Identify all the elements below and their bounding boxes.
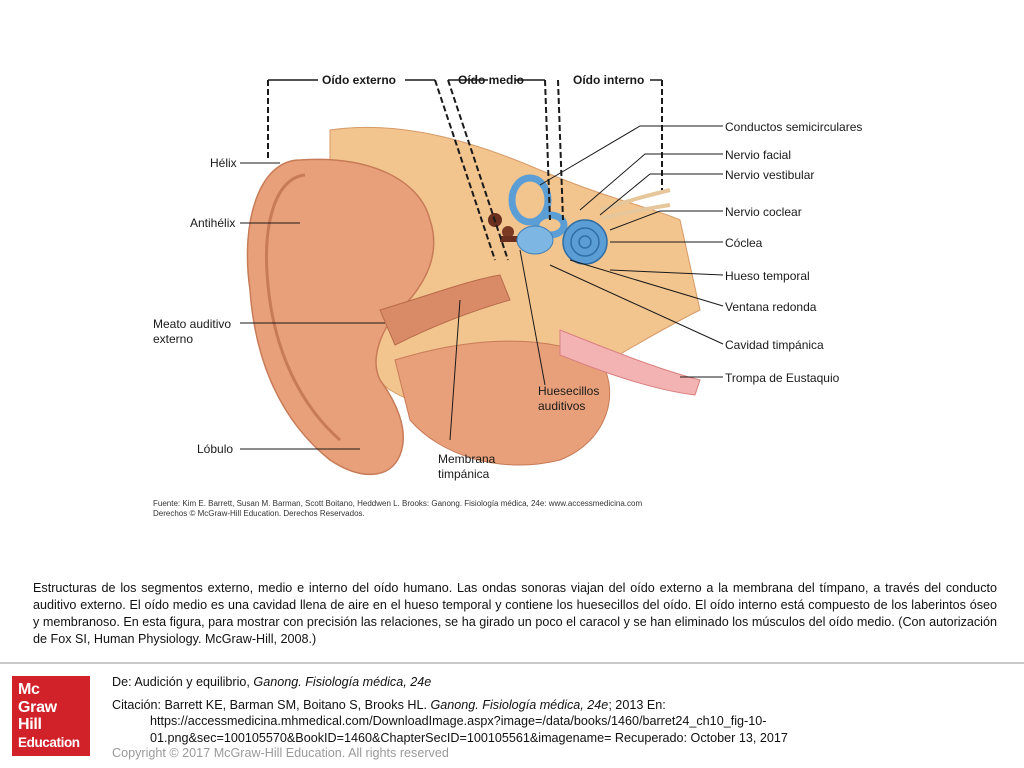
label-round-window: Ventana redonda [725,300,817,314]
pinna-shape [246,158,435,476]
label-ossicles-1: Huesecillos [538,384,599,398]
label-cochlear-nerve: Nervio coclear [725,205,802,219]
label-temporal-bone: Hueso temporal [725,269,810,283]
citation-url-line1[interactable]: https://accessmedicina.mhmedical.com/Dow… [150,714,767,728]
figure-source-line1: Fuente: Kim E. Barrett, Susan M. Barman,… [153,499,642,508]
logo-line-2: Graw [18,698,57,716]
ear-anatomy-figure: Oído externo Oído medio Oído interno Hél… [140,60,870,520]
label-eustachian-tube: Trompa de Eustaquio [725,371,840,385]
ear-anatomy-svg: Oído externo Oído medio Oído interno Hél… [153,73,862,518]
logo-line-1: Mc [18,681,40,698]
lower-tissue-shape [394,340,611,466]
citation-from-prefix: De: Audición y equilibrio, [112,675,254,689]
label-inner-ear: Oído interno [573,73,644,87]
figure-source-line2: Derechos © McGraw-Hill Education. Derech… [153,509,365,518]
label-tympanic-cavity: Cavidad timpánica [725,338,824,352]
label-semicircular: Conductos semicirculares [725,120,862,134]
cochlea-shape [562,219,608,265]
footer-divider [0,662,1024,664]
left-leader-lines [240,162,385,450]
citation-book: Ganong. Fisiología médica, 24e [430,697,609,712]
figure-caption: Estructuras de los segmentos externo, me… [33,581,997,646]
label-lobule: Lóbulo [197,442,233,456]
helix-fold [265,173,341,442]
vestibule-shape [516,225,554,255]
mcgraw-hill-logo: Mc Graw Hill Education [12,676,90,756]
label-cochlea: Cóclea [725,236,763,250]
label-meatus-2: externo [153,332,193,346]
citation-suffix: ; 2013 En: [608,697,666,712]
label-antihelix: Antihélix [190,216,235,230]
citation-reference: Citación: Barrett KE, Barman SM, Boitano… [112,697,1012,714]
label-meatus-1: Meato auditivo [153,317,231,331]
citation-from-book: Ganong. Fisiología médica, 24e [253,675,432,689]
ear-canal-shape [379,274,511,346]
citation-from: De: Audición y equilibrio, Ganong. Fisio… [112,674,1012,691]
logo-line-4: Education [18,734,80,750]
copyright-notice: Copyright © 2017 McGraw-Hill Education. … [112,746,449,760]
label-helix: Hélix [210,156,237,170]
citation-prefix: Citación: Barrett KE, Barman SM, Boitano… [112,697,431,712]
label-facial-nerve: Nervio facial [725,148,791,162]
bottom-leader-lines [449,249,546,441]
right-leader-lines [539,125,724,378]
logo-line-3: Hill [18,716,42,733]
citation-block: De: Audición y equilibrio, Ganong. Fisio… [112,674,1012,746]
label-outer-ear: Oído externo [322,73,396,87]
label-middle-ear: Oído medio [458,73,524,87]
label-ossicles-2: auditivos [538,399,585,413]
citation-url-line2[interactable]: 01.png&sec=100105570&BookID=1460&Chapter… [150,730,788,745]
label-membrane-1: Membrana [438,452,496,466]
label-membrane-2: timpánica [438,467,490,481]
nerve-bundle-shape [599,188,671,220]
segment-brackets [267,79,663,261]
eustachian-tube-shape [559,329,701,396]
label-vestibular-nerve: Nervio vestibular [725,168,814,182]
